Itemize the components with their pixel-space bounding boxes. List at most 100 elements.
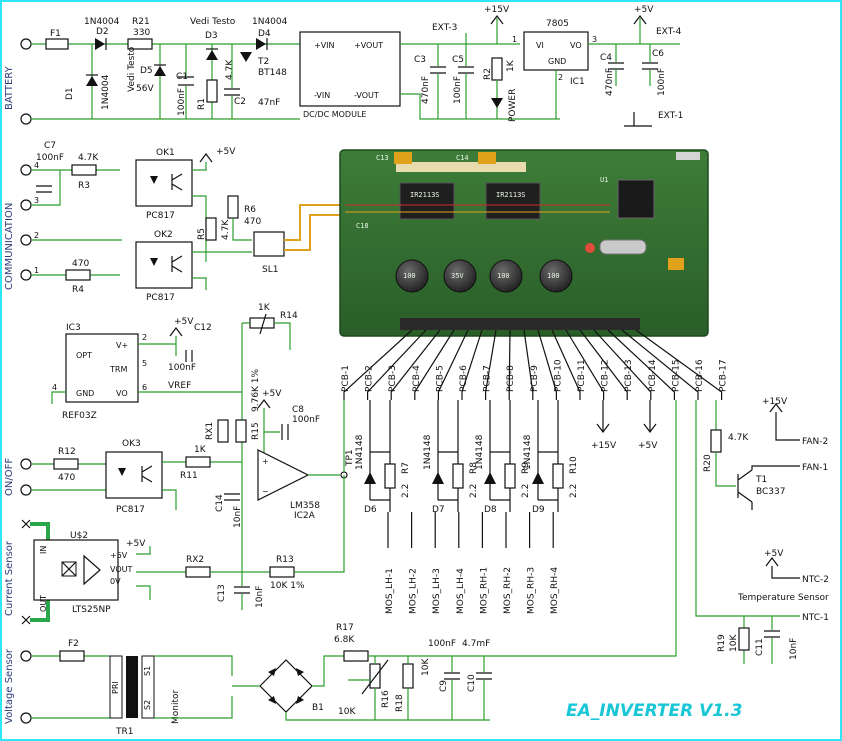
c7-label: C7	[44, 141, 56, 151]
pcb-pin-lead	[621, 329, 699, 400]
c3-label: C3	[414, 55, 426, 65]
gate-diode	[432, 472, 444, 484]
comm-terminal-2[interactable]	[20, 234, 32, 246]
d5-value: 56V	[136, 84, 154, 94]
onoff-terminal-1[interactable]	[20, 484, 32, 496]
ic3-pin5: 5	[142, 359, 147, 368]
battery-terminal-minus[interactable]	[20, 113, 32, 125]
pcb-header	[400, 318, 640, 330]
r6-label: R6	[244, 205, 256, 215]
t2-label: T2	[257, 57, 269, 67]
tr1-label: TR1	[115, 727, 133, 737]
r13-label: R13	[276, 555, 294, 565]
ic1-pin2: 2	[558, 73, 563, 82]
opamp-ic2a	[257, 449, 310, 501]
side-current-sensor: Current Sensor	[4, 540, 15, 616]
lts25np-label: LTS25NP	[72, 605, 111, 615]
ic3-pin6: 6	[142, 383, 147, 392]
ic3-trm: TRM	[109, 365, 127, 374]
ntc2-label: NTC-2	[802, 575, 829, 585]
gate-resistor-label: R8	[469, 462, 479, 474]
temp-p5v: +5V	[764, 549, 784, 559]
r16-value: 10K	[338, 707, 356, 717]
t2-type: BT148	[258, 68, 287, 78]
r16-label: R16	[381, 690, 391, 708]
r20-label: R20	[703, 454, 713, 472]
pin-0v: 0V	[110, 577, 121, 586]
vedi-testo-2: Vedi Testo	[190, 17, 236, 27]
temp-sensor-label: Temperature Sensor	[737, 593, 829, 603]
pcb-pin-lead	[390, 329, 441, 400]
r19-value: 10K	[729, 634, 739, 652]
r21-label: R21	[132, 17, 150, 27]
u2-label: U$2	[70, 531, 88, 541]
gate-section: R72.21N4148D6R82.21N4148D7R92.21N4148D8R…	[355, 400, 579, 614]
cap-mark-2: 35V	[451, 272, 464, 280]
ok3-part: PC817	[116, 505, 145, 515]
comm-terminal-4[interactable]	[20, 164, 32, 176]
c12-value: 100nF	[168, 363, 196, 373]
resistor-r13	[269, 566, 295, 578]
ic1-gnd: GND	[548, 57, 566, 66]
sl1-label: SL1	[262, 265, 278, 275]
resistor-r12	[53, 458, 79, 470]
supply-section: F1 D2 1N4004 R21 330 D1 1N4004 Vedi Test…	[20, 5, 683, 127]
r21-value: 330	[133, 28, 150, 38]
c9-value: 100nF	[428, 639, 456, 649]
pcb-pin-label: PCB-7	[483, 365, 493, 392]
pcb-silk-u1: U1	[600, 176, 608, 184]
c8-label: C8	[292, 405, 304, 415]
mos-label: MOS_LH-4	[456, 568, 466, 614]
resistor-r1	[206, 79, 218, 103]
c47-value: 47nF	[258, 98, 280, 108]
comm-pin3: 3	[34, 196, 39, 205]
pcb-silk-ir1: IR2113S	[410, 191, 440, 199]
battery-terminal-plus[interactable]	[20, 38, 32, 50]
pcb-pin-label: PCB-6	[459, 365, 469, 392]
r15-label: R15	[251, 422, 261, 440]
gate-resistor-label: R9	[521, 462, 531, 474]
p5v-top: +5V	[634, 5, 654, 15]
voltage-terminal-2[interactable]	[20, 712, 32, 724]
ic3-part: REF03Z	[62, 411, 97, 421]
ic3-pin2: 2	[142, 333, 147, 342]
pcb-silk-c14: C14	[456, 154, 469, 162]
cap-mark-1: 100	[403, 272, 416, 280]
resistor-r5	[205, 217, 217, 241]
pcb-pin-lead	[343, 329, 413, 400]
voltage-terminal-1[interactable]	[20, 650, 32, 662]
ic3-vplus: V+	[116, 341, 128, 350]
comm-terminal-3[interactable]	[20, 199, 32, 211]
comm-pin2: 2	[34, 231, 39, 240]
c11-value: 10nF	[789, 638, 799, 660]
r5-label: R5	[197, 228, 207, 240]
d5-label: D5	[140, 66, 153, 76]
pcb-pin-label: PCB-8	[506, 365, 516, 392]
pcb-pin-lead	[437, 329, 469, 400]
fan-section: 4.7K R20 T1 BC337 +15V FAN-2 FAN-1	[703, 397, 828, 510]
optocoupler-ok2	[135, 241, 193, 289]
electrolytic-cap-3	[489, 259, 523, 293]
cap-mark-3: 100	[497, 272, 510, 280]
ext3-label: EXT-3	[432, 23, 457, 33]
resistor-r6	[227, 195, 239, 219]
side-onoff: ON/OFF	[4, 458, 15, 496]
c1-value: 100nF	[177, 88, 187, 116]
optocoupler-ok3	[105, 451, 163, 499]
ntc1-label: NTC-1	[802, 613, 829, 623]
pcb-silk-ir2: IR2113S	[496, 191, 526, 199]
r18-value: 10K	[421, 658, 431, 676]
c8-value: 100nF	[292, 415, 320, 425]
comm-terminal-1[interactable]	[20, 269, 32, 281]
onoff-terminal-2[interactable]	[20, 458, 32, 470]
gate-wiring	[489, 400, 511, 512]
ic3-gnd: GND	[76, 389, 94, 398]
current-p5v: +5V	[126, 539, 146, 549]
s2-label: S2	[143, 700, 152, 710]
svg-text:+: +	[262, 457, 269, 466]
fan2-label: FAN-2	[802, 437, 828, 447]
dcdc-title: DC/DC MODULE	[303, 110, 366, 119]
